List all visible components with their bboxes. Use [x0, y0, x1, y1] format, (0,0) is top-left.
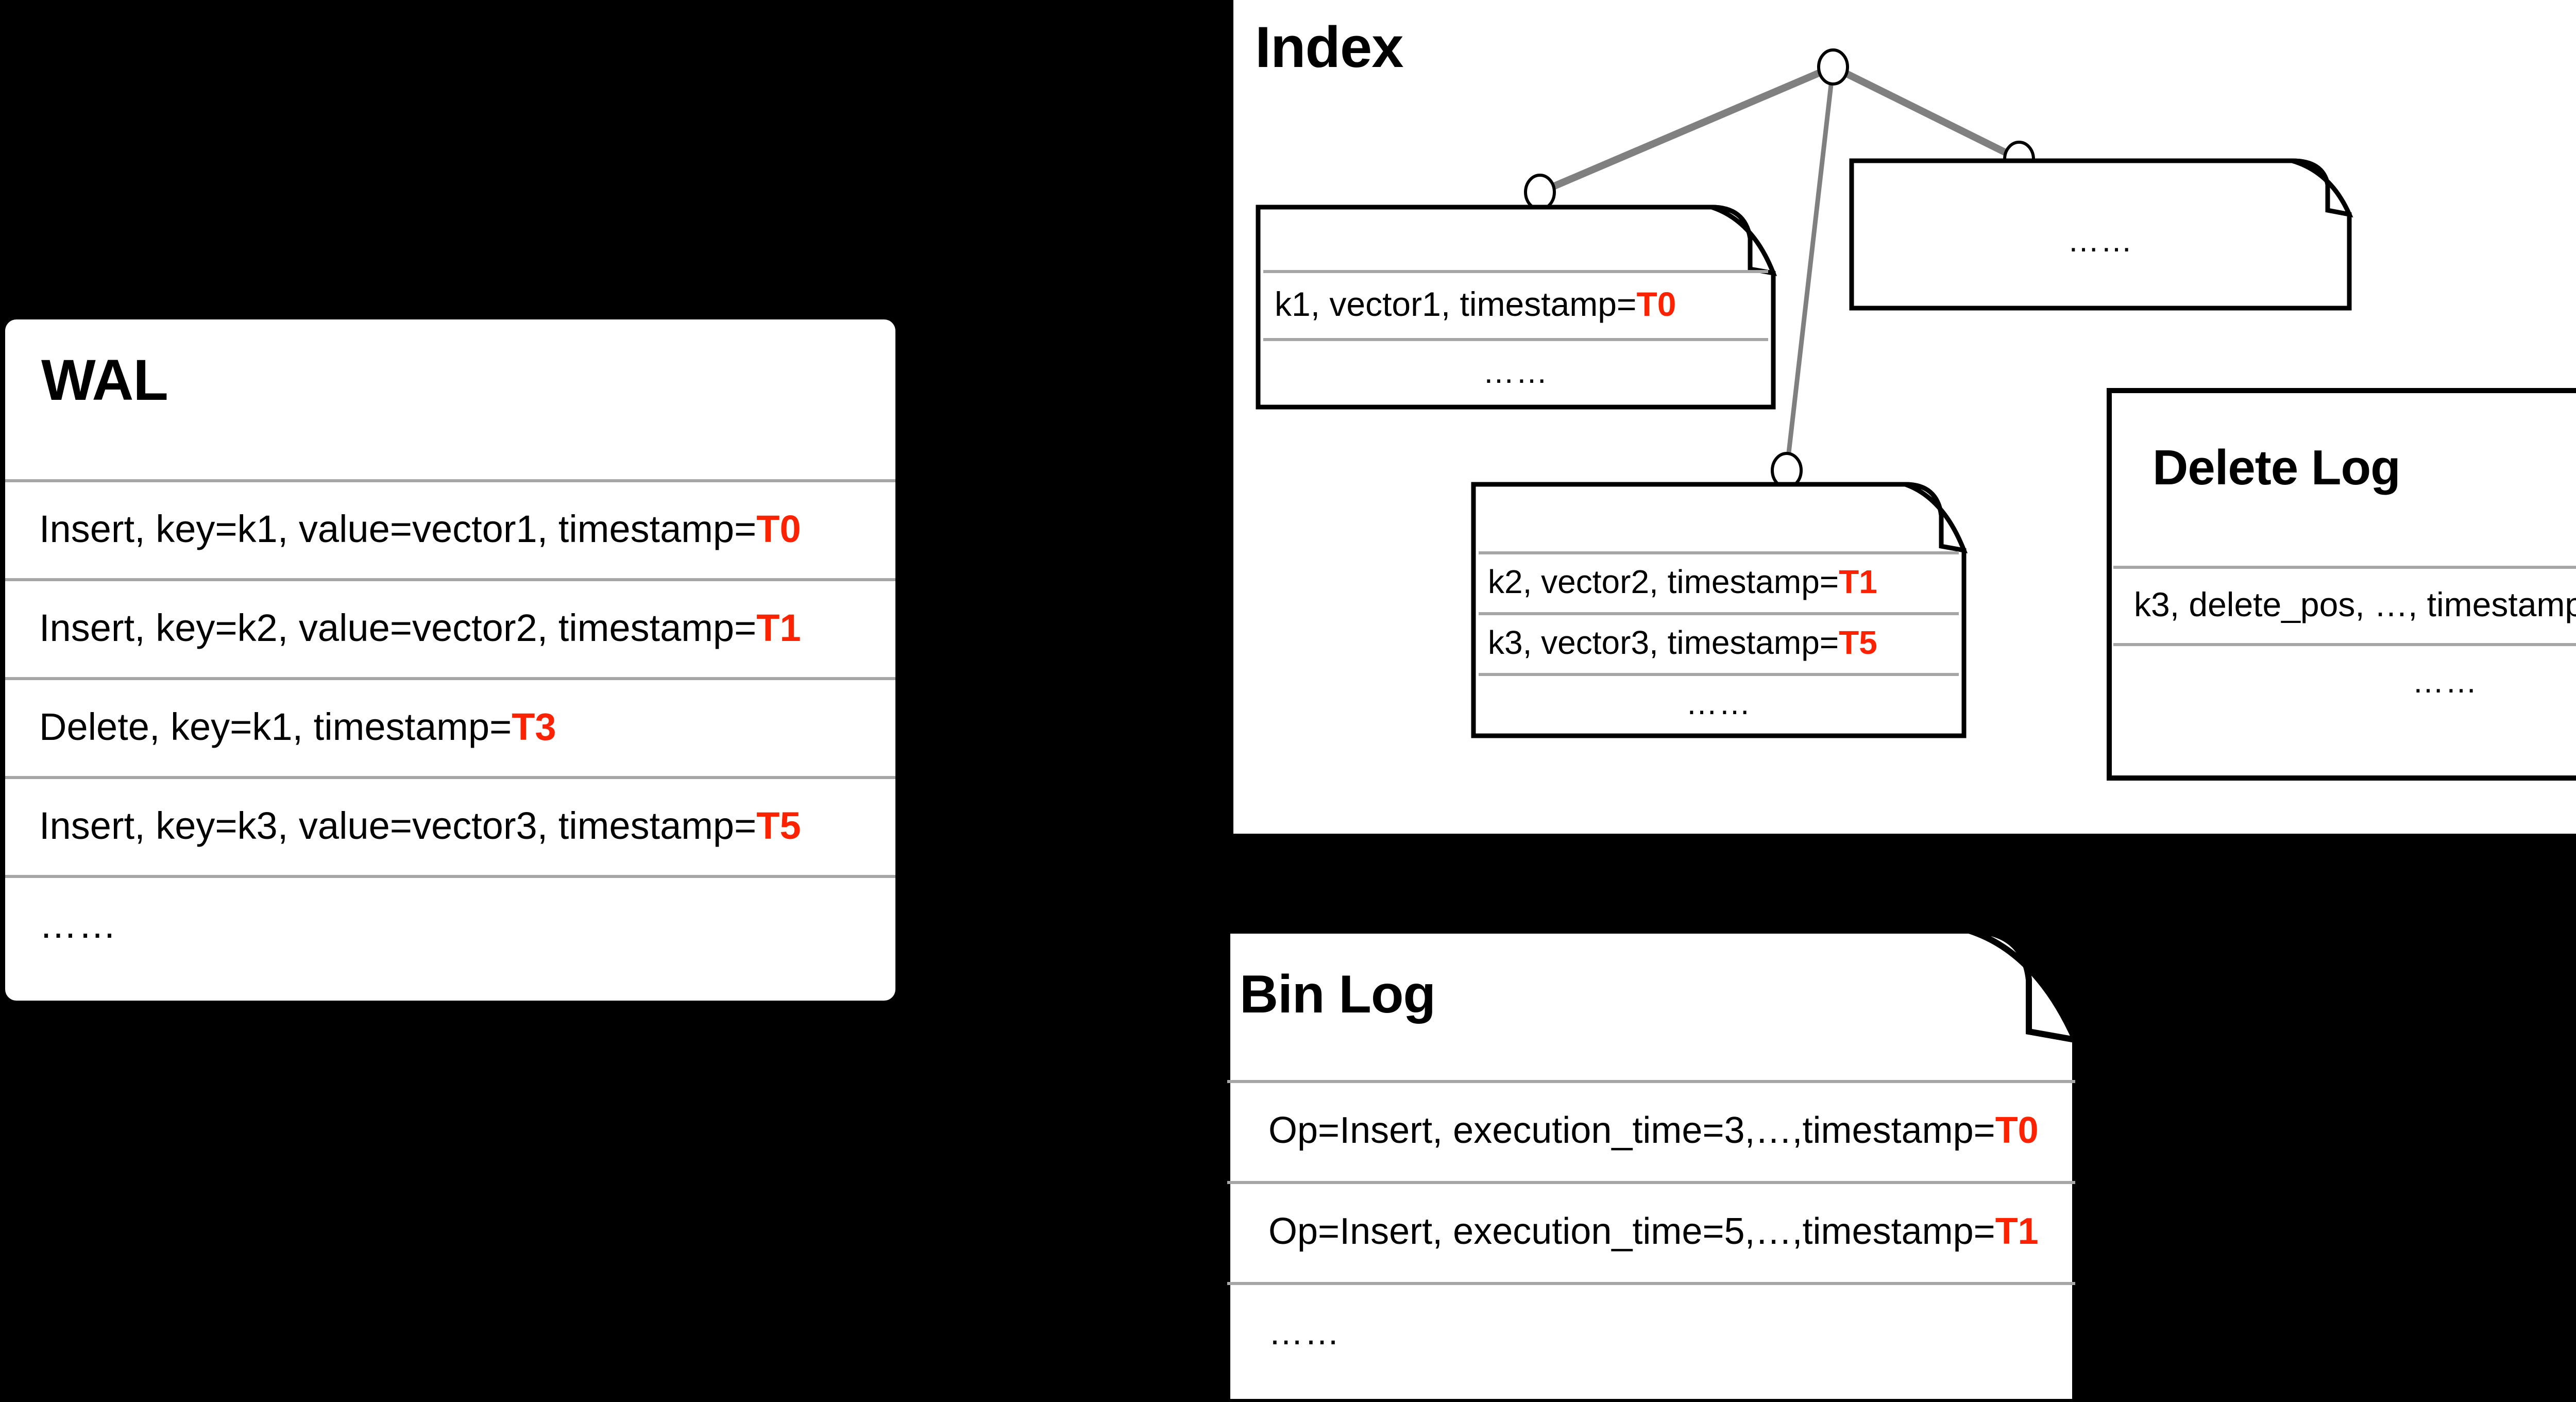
wal-row-2-timestamp: T3: [512, 705, 556, 748]
tree-node-child-left: [1524, 174, 1556, 211]
delete-log-title: Delete Log: [2153, 440, 2401, 495]
index-leaf-k2k3-row-1-text: k3, vector3, timestamp=: [1488, 624, 1839, 661]
index-leaf-row: ……: [1857, 212, 2344, 269]
index-leaf-k1: k1, vector1, timestamp=T0 ……: [1256, 205, 1777, 410]
index-leaf-k1-row-1-text: ……: [1483, 354, 1549, 390]
index-title: Index: [1255, 15, 1404, 79]
bin-log-panel: Bin Log Op=Insert, execution_time=3,…,ti…: [1224, 927, 2222, 1402]
tree-node-child-middle: [1771, 452, 1803, 489]
wal-row-1-timestamp: T1: [756, 606, 801, 649]
bin-log-row-1-text: Op=Insert, execution_time=5,…,timestamp=: [1268, 1211, 1995, 1252]
bin-log-row: ……: [1227, 1282, 2075, 1383]
wal-row-1-text: Insert, key=k2, value=vector2, timestamp…: [39, 606, 757, 649]
delete-log-row-1-text: ……: [2412, 664, 2478, 700]
delete-log-row: ……: [2113, 643, 2576, 720]
wal-row-list: Insert, key=k1, value=vector1, timestamp…: [5, 479, 895, 974]
tree-edge-root-to-middle: [1784, 66, 1836, 471]
index-leaf-k1-rows: k1, vector1, timestamp=T0 ……: [1263, 270, 1768, 406]
wal-row: Delete, key=k1, timestamp=T3: [5, 677, 895, 776]
bin-log-row: Op=Insert, execution_time=5,…,timestamp=…: [1227, 1181, 2075, 1282]
bin-log-row-0-timestamp: T0: [1995, 1110, 2039, 1151]
index-leaf-k2k3-row-0-text: k2, vector2, timestamp=: [1488, 563, 1839, 600]
wal-row: Insert, key=k2, value=vector2, timestamp…: [5, 578, 895, 677]
index-leaf-k2k3-row-0-timestamp: T1: [1839, 563, 1877, 600]
index-leaf-row: k2, vector2, timestamp=T1: [1479, 551, 1959, 612]
wal-row-3-timestamp: T5: [756, 804, 801, 847]
bin-log-row-1-timestamp: T1: [1995, 1211, 2039, 1252]
wal-row-2-text: Delete, key=k1, timestamp=: [39, 705, 512, 748]
wal-row-0-text: Insert, key=k1, value=vector1, timestamp…: [39, 507, 757, 550]
index-leaf-k2k3-row-2-text: ……: [1686, 685, 1752, 721]
delete-log-row-list: k3, delete_pos, …, timestamp=T3 ……: [2113, 566, 2576, 720]
bin-log-title: Bin Log: [1240, 965, 1436, 1024]
wal-row: Insert, key=k3, value=vector3, timestamp…: [5, 776, 895, 875]
index-leaf-right-rows: ……: [1857, 212, 2344, 269]
bin-log-row-2-text: ……: [1268, 1313, 1341, 1352]
index-leaf-k1-row-0-timestamp: T0: [1636, 285, 1676, 323]
bin-log-row-0-text: Op=Insert, execution_time=3,…,timestamp=: [1268, 1110, 1995, 1151]
index-leaf-row: ……: [1479, 673, 1959, 734]
wal-row-3-text: Insert, key=k3, value=vector3, timestamp…: [39, 804, 757, 847]
wal-panel: WAL Insert, key=k1, value=vector1, times…: [5, 319, 895, 1001]
wal-row: Insert, key=k1, value=vector1, timestamp…: [5, 479, 895, 578]
tree-edge-root-to-left: [1538, 63, 1835, 196]
index-panel: Index k1, vector1, timestamp=T0 ……: [1233, 0, 2576, 834]
wal-row: ……: [5, 875, 895, 974]
wal-title: WAL: [41, 348, 168, 412]
delete-log-row-0-text: k3, delete_pos, …, timestamp=: [2134, 585, 2576, 623]
bin-log-row: Op=Insert, execution_time=3,…,timestamp=…: [1227, 1080, 2075, 1181]
index-leaf-k2k3-row-1-timestamp: T5: [1839, 624, 1877, 661]
index-leaf-right: ……: [1849, 158, 2353, 311]
index-leaf-right-row-0-text: ……: [2067, 223, 2133, 259]
bin-log-row-list: Op=Insert, execution_time=3,…,timestamp=…: [1227, 1080, 2075, 1383]
index-leaf-row: k1, vector1, timestamp=T0: [1263, 270, 1768, 338]
tree-node-root: [1817, 48, 1849, 86]
index-leaf-k2k3: k2, vector2, timestamp=T1 k3, vector3, t…: [1471, 482, 1968, 738]
delete-log-panel: Delete Log k3, delete_pos, …, timestamp=…: [2107, 388, 2576, 781]
tree-edge-root-to-right: [1831, 63, 2021, 163]
delete-log-row: k3, delete_pos, …, timestamp=T3: [2113, 566, 2576, 643]
index-leaf-row: ……: [1263, 338, 1768, 406]
wal-row-0-timestamp: T0: [756, 507, 801, 550]
index-leaf-k2k3-rows: k2, vector2, timestamp=T1 k3, vector3, t…: [1479, 551, 1959, 734]
wal-row-4-text: ……: [39, 903, 117, 946]
index-leaf-row: k3, vector3, timestamp=T5: [1479, 612, 1959, 673]
index-leaf-k1-row-0-text: k1, vector1, timestamp=: [1275, 285, 1637, 323]
